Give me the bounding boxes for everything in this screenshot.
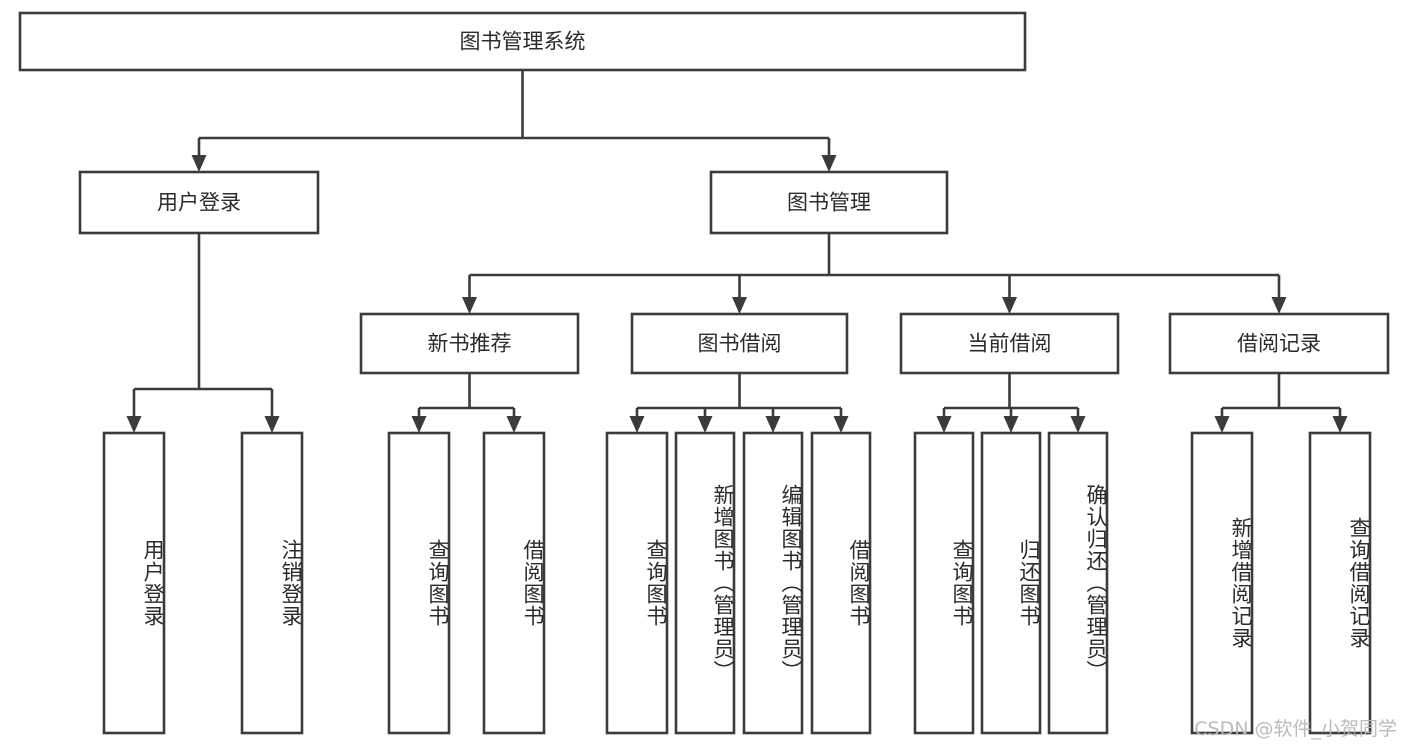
node-root-图书管理系统[interactable]: 图书管理系统 [18, 11, 1027, 72]
leaf-查询图书-8-rect[interactable] [913, 431, 975, 735]
arrow-head-icon [1214, 416, 1230, 433]
leaf-归还图书-9-rect[interactable] [980, 431, 1042, 735]
leaf-编辑图书管理员-6-rect[interactable] [742, 431, 804, 735]
leaf-注销登录-1-rect[interactable] [240, 431, 304, 735]
arrow-head-icon [833, 416, 849, 433]
leaf-确认归还管理员-10-rect[interactable] [1047, 431, 1109, 735]
leaf-查询借阅记录-12-rect[interactable] [1308, 431, 1372, 735]
arrow-head-icon [191, 155, 207, 172]
arrow-head-icon [411, 416, 427, 433]
node-l1-图书管理-rect [709, 170, 949, 235]
node-l2-图书借阅[interactable]: 图书借阅 [630, 312, 849, 375]
arrow-head-icon [264, 416, 280, 433]
arrow-head-icon [821, 155, 837, 172]
csdn-watermark: CSDN @软件_小贺同学 [1194, 718, 1397, 740]
arrow-head-icon [732, 297, 747, 314]
arrow-head-icon [462, 297, 477, 314]
node-l2-当前借阅[interactable]: 当前借阅 [899, 312, 1120, 375]
arrow-head-icon [1332, 416, 1348, 433]
node-l2-新书推荐-rect [359, 312, 580, 375]
arrow-head-icon [506, 416, 522, 433]
node-root-图书管理系统-rect [18, 11, 1027, 72]
node-l2-新书推荐[interactable]: 新书推荐 [359, 312, 580, 375]
leaf-用户登录-0-rect[interactable] [102, 431, 166, 735]
node-l1-用户登录-label: 用户登录 [157, 191, 241, 215]
leaf-新增借阅记录-11-rect[interactable] [1190, 431, 1254, 735]
arrow-head-icon [1003, 416, 1019, 433]
node-l2-借阅记录-label: 借阅记录 [1237, 332, 1321, 356]
node-root-图书管理系统-label: 图书管理系统 [460, 30, 586, 54]
node-l1-用户登录-rect [78, 170, 320, 235]
arrow-head-icon [1070, 416, 1086, 433]
node-l2-借阅记录-rect [1168, 312, 1390, 375]
connector-lines [126, 70, 1348, 433]
leaf-新增图书管理员-5-rect[interactable] [674, 431, 736, 735]
node-l2-图书借阅-label: 图书借阅 [698, 332, 782, 356]
arrow-head-icon [1002, 297, 1017, 314]
arrow-head-icon [697, 416, 713, 433]
node-l1-用户登录[interactable]: 用户登录 [78, 170, 320, 235]
node-l1-图书管理-label: 图书管理 [787, 191, 871, 215]
arrow-head-icon [765, 416, 781, 433]
node-l2-新书推荐-label: 新书推荐 [428, 332, 512, 356]
node-l2-当前借阅-label: 当前借阅 [968, 332, 1052, 356]
arrow-head-icon [126, 416, 142, 433]
arrow-head-icon [936, 416, 952, 433]
leaf-借阅图书-3-rect[interactable] [482, 431, 546, 735]
arrow-head-icon [629, 416, 645, 433]
node-l2-当前借阅-rect [899, 312, 1120, 375]
node-l2-图书借阅-rect [630, 312, 849, 375]
leaf-查询图书-4-rect[interactable] [605, 431, 669, 735]
leaf-查询图书-2-rect[interactable] [387, 431, 451, 735]
node-l1-图书管理[interactable]: 图书管理 [709, 170, 949, 235]
node-l2-借阅记录[interactable]: 借阅记录 [1168, 312, 1390, 375]
arrow-head-icon [1271, 297, 1287, 314]
leaf-借阅图书-7-rect[interactable] [810, 431, 872, 735]
